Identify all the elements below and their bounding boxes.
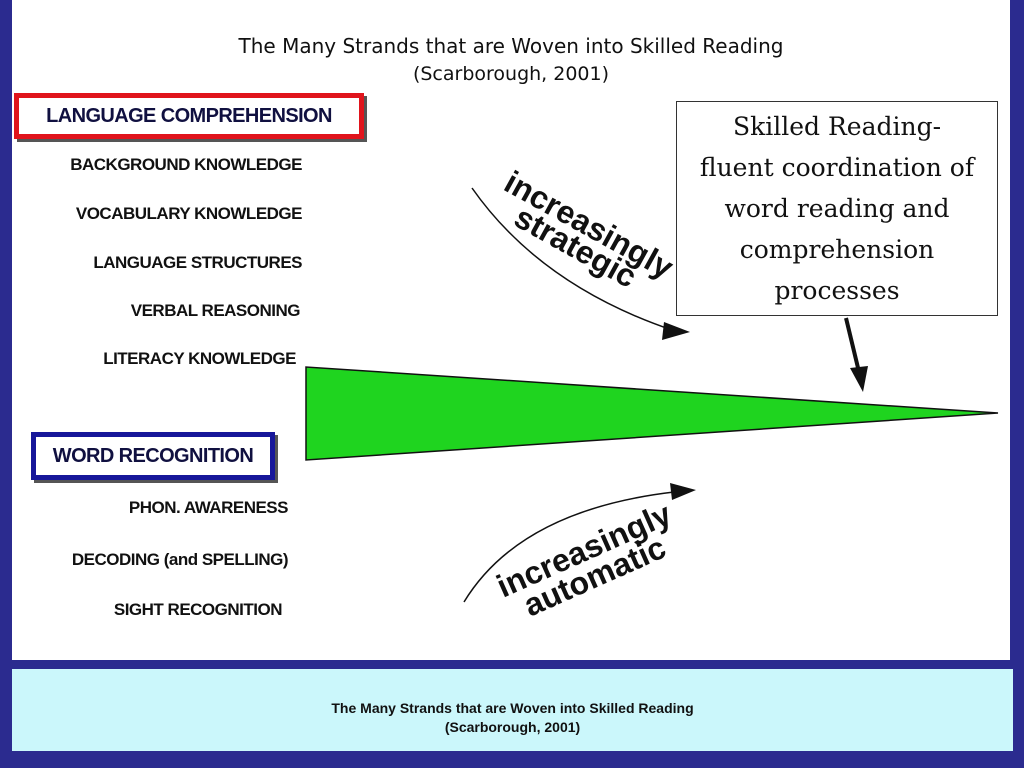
page-subtitle: (Scarborough, 2001) (412, 63, 610, 85)
diagram-panel: increasingly strategic increasingly auto… (12, 0, 1010, 660)
language-comprehension-label: LANGUAGE COMPREHENSION (46, 104, 332, 127)
skilled-reading-line-5: processes (774, 276, 900, 305)
caption-title: The Many Strands that are Woven into Ski… (331, 700, 694, 716)
word-recognition-box: WORD RECOGNITION (31, 432, 275, 480)
strand-literacy-knowledge: LITERACY KNOWLEDGE (103, 349, 296, 368)
automatic-arrow-head (670, 483, 696, 500)
strand-language-structures: LANGUAGE STRUCTURES (93, 253, 302, 272)
skilled-reading-line-1: Skilled Reading- (732, 112, 942, 141)
word-recognition-label: WORD RECOGNITION (52, 444, 254, 467)
skilled-reading-box: Skilled Reading- fluent coordination of … (676, 101, 998, 316)
strand-vocabulary-knowledge: VOCABULARY KNOWLEDGE (75, 204, 303, 223)
strategic-arrow (471, 187, 673, 331)
caption-subtitle: (Scarborough, 2001) (444, 719, 581, 735)
skill-pointer-head (850, 366, 868, 392)
language-comprehension-box: LANGUAGE COMPREHENSION (14, 93, 364, 139)
automatic-arrow (463, 491, 675, 603)
skilled-reading-line-3: word reading and (724, 194, 950, 223)
skilled-reading-wedge (305, 366, 999, 461)
strategic-arrow-head (662, 322, 690, 340)
page-title: The Many Strands that are Woven into Ski… (238, 34, 784, 58)
skill-pointer-line (844, 317, 861, 373)
skilled-reading-line-2: fluent coordination of (699, 153, 975, 182)
skilled-reading-line-4: comprehension (739, 235, 935, 264)
strand-background-knowledge: BACKGROUND KNOWLEDGE (70, 155, 302, 174)
strand-decoding-spelling: DECODING (and SPELLING) (71, 550, 289, 569)
strand-verbal-reasoning: VERBAL REASONING (130, 301, 301, 320)
caption-bar: The Many Strands that are Woven into Ski… (12, 669, 1013, 751)
rope-illustration: increasingly strategic increasingly auto… (305, 164, 999, 623)
strand-sight-recognition: SIGHT RECOGNITION (113, 600, 283, 619)
strand-phon-awareness: PHON. AWARENESS (128, 498, 289, 517)
